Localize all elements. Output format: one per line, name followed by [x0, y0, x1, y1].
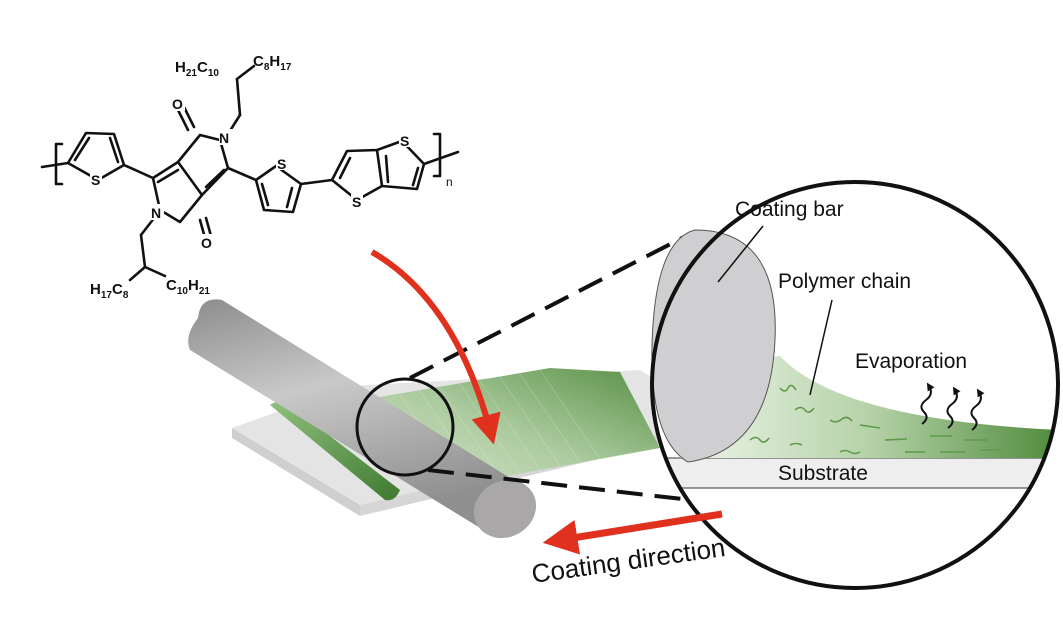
atom-labels: O N N O S S S S n H21C10 C8H17 H17C8 [90, 53, 453, 301]
atom-o-bottom: O [201, 235, 212, 251]
atom-n-bottom: N [151, 205, 161, 221]
bar-body [188, 299, 520, 534]
atom-n-top: N [219, 130, 229, 146]
application-arrow [370, 249, 501, 445]
solution-wedge [680, 340, 1058, 458]
svg-text:C8H17: C8H17 [253, 53, 292, 73]
polymer-chains [749, 384, 1002, 455]
magnifier-small-circle [355, 377, 455, 477]
thiophene-ring-middle [254, 164, 303, 214]
label-coating-direction: Coating direction [530, 532, 727, 589]
solution-meniscus [270, 401, 400, 501]
label-substrate: Substrate [778, 462, 868, 485]
magnifier-connectors [409, 233, 736, 507]
polymer-chain-leader [809, 299, 833, 396]
evaporation-arrows [920, 382, 985, 431]
substrate-edge [232, 428, 360, 516]
coating-direction-arrow [542, 510, 723, 555]
svg-text:H21C10: H21C10 [175, 59, 219, 79]
magnified-view [650, 180, 1060, 590]
side-chain-bottom-label: H17C8 C10H21 [90, 277, 210, 301]
svg-text:H17C8: H17C8 [90, 281, 129, 301]
label-evaporation: Evaporation [855, 350, 967, 373]
svg-text:C10H21: C10H21 [166, 277, 210, 297]
polymer-structure [40, 64, 460, 282]
label-coating-bar: Coating bar [735, 198, 844, 221]
thienothiophene [330, 139, 426, 202]
bar-end-cap [473, 479, 537, 539]
atom-s-3: S [352, 194, 361, 210]
atom-s-2: S [277, 156, 286, 172]
repeat-subscript: n [446, 175, 453, 189]
side-chain-top-label: H21C10 C8H17 [175, 53, 292, 79]
atom-s-4: S [400, 133, 409, 149]
right-bracket [432, 132, 442, 178]
bar-cross-section [651, 229, 776, 463]
coating-bar-leader [717, 225, 764, 283]
atom-o-top: O [172, 96, 183, 112]
label-polymer-chain: Polymer chain [778, 270, 911, 293]
coating-bar-3d [188, 299, 537, 539]
atom-s-1: S [91, 172, 100, 188]
